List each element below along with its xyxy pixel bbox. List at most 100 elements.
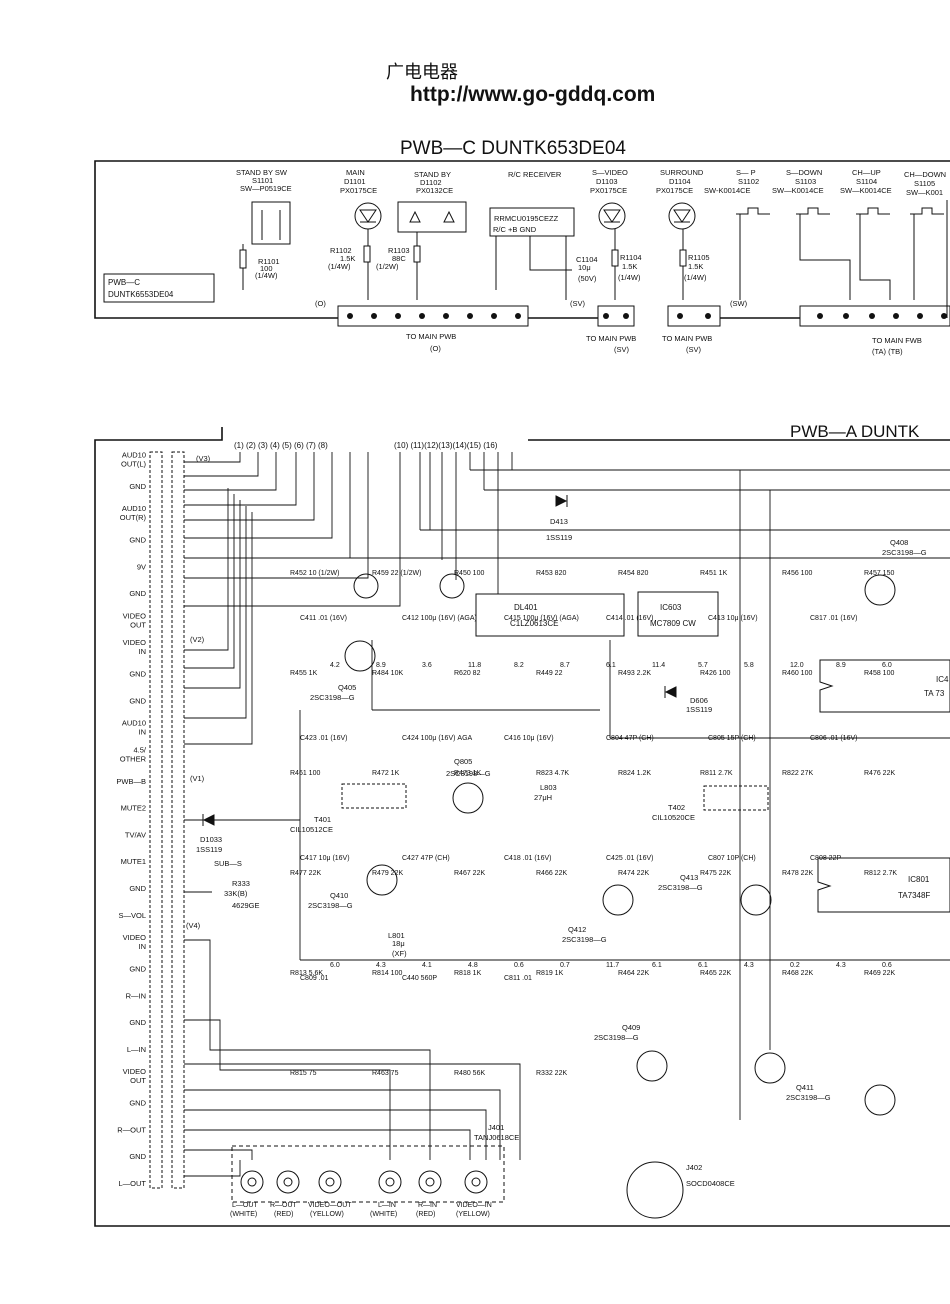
coil-symbols (341, 783, 769, 811)
r1102-rating: (1/4W) (328, 262, 351, 271)
terminal-label: GND (129, 1152, 146, 1161)
q405-part: 2SC3198—G (310, 693, 355, 702)
j401-part: TANJ0618CE (474, 1133, 519, 1142)
r1104-ref: R1104 (620, 253, 642, 262)
voltage-label: 4.3 (836, 962, 846, 969)
pwb-c-labels: STAND BY SW S1101 SW—P0519CE MAIN D1101 … (236, 168, 946, 356)
ic-packages (475, 591, 950, 913)
resistor-label: R477 22K (290, 870, 321, 877)
d1033-ref: D1033 (200, 835, 222, 844)
jack-rout-color: (RED) (274, 1211, 293, 1218)
sw-chup-ref: S1104 (856, 177, 877, 186)
terminal-label: GND (129, 482, 146, 491)
voltage-label: 6.0 (330, 962, 340, 969)
d1033-part: 1SS119 (196, 845, 222, 854)
q805-part: 2SC3198—G (446, 769, 491, 778)
voltage-label: 4.2 (330, 662, 340, 669)
l801-ref: L801 (388, 931, 405, 940)
r1105-ref: R1105 (688, 253, 710, 262)
capacitor-label: C418 .01 (16V) (504, 855, 551, 862)
ic-dl401 (475, 593, 625, 637)
voltage-label: 0.7 (560, 962, 570, 969)
conn-sw-sub: (SV) (686, 345, 702, 354)
resistor-label: R814 100 (372, 970, 402, 977)
capacitor-label: C412 100μ (16V) (AGA) (402, 615, 477, 622)
capacitor-label: C417 10μ (16V) (300, 855, 350, 862)
conn-fwb-dest: TO MAIN FWB (872, 336, 922, 345)
jack-lin-color: (WHITE) (370, 1211, 397, 1218)
jack-lout-label: L—OUT (232, 1202, 258, 1209)
terminal-label: GND (129, 1099, 146, 1108)
capacitor-label: C809 .01 (300, 975, 329, 982)
d413-part: 1SS119 (546, 533, 572, 542)
conn-sv-dest: TO MAIN PWB (586, 334, 636, 343)
resistor-label: R463 75 (372, 1070, 399, 1077)
resistor-label: R456 100 (782, 570, 812, 577)
capacitor-label: C416 10μ (16V) (504, 735, 554, 742)
capacitor-label: C808 22P (810, 855, 841, 862)
resistor-label: R812 2.7K (864, 870, 897, 877)
voltage-label: 8.2 (514, 662, 524, 669)
resistor-label: R451 1K (700, 570, 728, 577)
q413-part: 2SC3198—G (658, 883, 703, 892)
terminal-label: S—VOL (118, 911, 146, 920)
pwb-a-title: PWB—A DUNTK (790, 422, 920, 441)
terminal-label: VIDEO (123, 933, 147, 942)
terminal-label: 9V (137, 562, 146, 571)
t401-part: CIL10512CE (290, 825, 333, 834)
pwb-c-title: PWB—C DUNTK653DE04 (400, 138, 626, 159)
voltage-label: 11.7 (606, 962, 619, 969)
rc-receiver-part: RRMCU0195CEZZ (494, 214, 559, 223)
capacitor-labels: C411 .01 (16V)C412 100μ (16V) (AGA)C415 … (300, 615, 857, 982)
terminal-label: GND (129, 670, 146, 679)
led-standby-ref: D1102 (420, 178, 442, 187)
resistor-label: R460 100 (782, 670, 812, 677)
capacitor-label: C411 .01 (16V) (300, 615, 347, 622)
capacitor-label: C427 47P (CH) (402, 855, 450, 862)
q412-ref: Q412 (568, 925, 586, 934)
diode-labels: D413 1SS119 D606 1SS119 D1033 1SS119 (196, 517, 712, 854)
terminal-label: OTHER (120, 754, 147, 763)
capacitor-label: C804 47P (CH) (606, 735, 654, 742)
q412-part: 2SC3198—G (562, 935, 607, 944)
voltage-label: 8.9 (836, 662, 846, 669)
resistor-label: R818 1K (454, 970, 482, 977)
resistor-label: R815 75 (290, 1070, 317, 1077)
jack-lin-label: L—IN (378, 1202, 396, 1209)
r1104-value: 1.5K (622, 262, 637, 271)
j402-part: SOCD0408CE (686, 1179, 735, 1188)
resistor-label: R468 22K (782, 970, 813, 977)
jack-vin-label: VIDEO—IN (456, 1202, 492, 1209)
terminal-label: AUD10 (122, 451, 146, 460)
voltage-label: 6.1 (652, 962, 662, 969)
bus-numbers-a: (1) (2) (3) (4) (5) (6) (7) (8) (234, 441, 328, 450)
capacitor-label: C414 .01 (16V) (606, 615, 653, 622)
voltage-label: 0.6 (514, 962, 524, 969)
led-main-name: MAIN (346, 168, 365, 177)
terminal-label: VIDEO (123, 1067, 147, 1076)
terminal-label: L—OUT (118, 1179, 146, 1188)
voltage-label: 4.3 (744, 962, 754, 969)
jack-rin-label: R—IN (418, 1202, 437, 1209)
conn-sw-dest: TO MAIN PWB (662, 334, 712, 343)
led-surround-name: SURROUND (660, 168, 704, 177)
pwb-c-connector-pins (347, 313, 947, 319)
r1103-value: 88C (392, 254, 406, 263)
led-svideo-part: PX0175CE (590, 186, 627, 195)
r1102-ref: R1102 (330, 246, 352, 255)
voltage-label: 12.0 (790, 662, 804, 669)
q405-ref: Q405 (338, 683, 356, 692)
conn-fwb-sub: (TA) (TB) (872, 347, 903, 356)
conn-sv-group: (SV) (570, 299, 586, 308)
resistor-label: R467 22K (454, 870, 485, 877)
terminal-label: AUD10 (122, 504, 146, 513)
resistor-label: R459 22 (1/2W) (372, 570, 421, 577)
capacitor-label: C817 .01 (16V) (810, 615, 857, 622)
ic-ic801 (817, 857, 950, 913)
r333-ref: R333 (232, 879, 250, 888)
terminal-label: PWB—B (116, 777, 146, 786)
bus-numbers-b: (10) (11)(12)(13)(14)(15) (16) (394, 441, 498, 450)
terminal-label: GND (129, 964, 146, 973)
terminal-label: IN (139, 942, 147, 951)
q411-ref: Q411 (796, 1083, 814, 1092)
